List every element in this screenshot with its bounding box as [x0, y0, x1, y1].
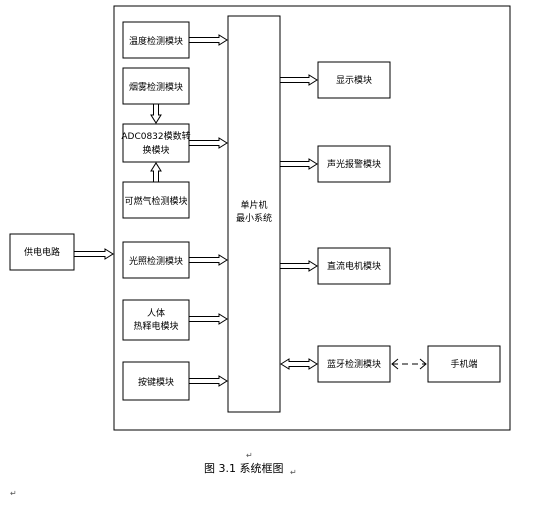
- temperature-module: 温度检测模块: [122, 21, 190, 59]
- arrow-light-to-mcu: [188, 254, 228, 266]
- adc-module-label-line2: 换模块: [142, 144, 169, 156]
- power-supply-module-label: 供电电路: [24, 246, 60, 258]
- phone-module: 手机端: [427, 345, 501, 383]
- bluetooth-module: 蓝牙检测模块: [317, 345, 391, 383]
- arrow-power-to-system: [73, 248, 114, 260]
- smoke-module-label: 烟雾检测模块: [129, 81, 183, 93]
- display-module: 显示模块: [317, 61, 391, 99]
- arrow-smoke-to-adc: [150, 103, 162, 124]
- keys-module: 按键模块: [122, 361, 190, 401]
- alarm-module-label: 声光报警模块: [327, 158, 381, 170]
- arrow-pir-to-mcu: [188, 313, 228, 325]
- arrow-temp-to-mcu: [188, 34, 228, 46]
- motor-module: 直流电机模块: [317, 247, 391, 285]
- adc-module: ADC0832模数转 换模块: [121, 123, 191, 163]
- pir-module-label-line1: 人体: [147, 307, 165, 319]
- arrow-adc-to-mcu: [188, 137, 228, 149]
- arrow-mcu-bluetooth-bidirectional: [280, 358, 318, 370]
- arrow-mcu-to-display: [279, 74, 318, 86]
- wireless-link: [391, 358, 427, 370]
- keys-module-label: 按键模块: [138, 376, 174, 388]
- light-module-label: 光照检测模块: [129, 255, 183, 267]
- pir-module-label-line2: 热释电模块: [133, 320, 178, 332]
- return-mark-bottom: ↵: [10, 489, 17, 498]
- alarm-module: 声光报警模块: [317, 145, 391, 183]
- smoke-module: 烟雾检测模块: [122, 67, 190, 105]
- system-frame: [113, 5, 511, 431]
- bluetooth-module-label: 蓝牙检测模块: [327, 358, 381, 370]
- mcu-module-label-line1: 单片机: [240, 199, 267, 211]
- display-module-label: 显示模块: [336, 74, 372, 86]
- power-supply-module: 供电电路: [9, 233, 75, 271]
- return-mark-caption: ↵: [290, 468, 297, 477]
- arrow-keys-to-mcu: [188, 375, 228, 387]
- adc-module-label-line1: ADC0832模数转: [121, 130, 190, 142]
- light-module: 光照检测模块: [122, 241, 190, 279]
- gas-module-label: 可燃气检测模块: [124, 195, 187, 207]
- motor-module-label: 直流电机模块: [327, 260, 381, 272]
- arrow-gas-to-adc: [150, 162, 162, 183]
- gas-module: 可燃气检测模块: [122, 181, 190, 219]
- figure-caption: 图 3.1 系统框图: [204, 462, 284, 475]
- arrow-mcu-to-motor: [279, 260, 318, 272]
- temperature-module-label: 温度检测模块: [129, 35, 183, 47]
- pir-module: 人体 热释电模块: [122, 299, 190, 341]
- mcu-module: 单片机 最小系统: [227, 15, 281, 413]
- phone-module-label: 手机端: [450, 358, 477, 370]
- return-mark-top: ↵: [246, 451, 253, 460]
- mcu-module-label-line2: 最小系统: [236, 212, 272, 224]
- arrow-mcu-to-alarm: [279, 158, 318, 170]
